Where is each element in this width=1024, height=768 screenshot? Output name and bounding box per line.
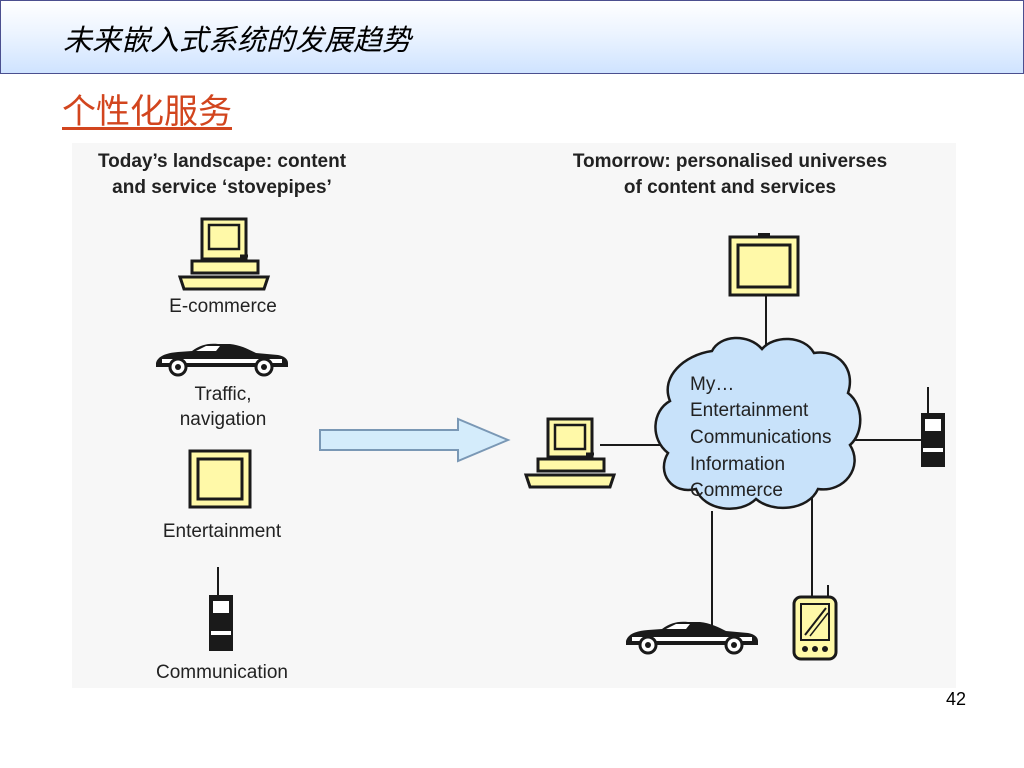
car-icon <box>154 342 290 377</box>
computer-icon <box>523 417 617 489</box>
cloud-line-entertainment: Entertainment <box>690 400 809 421</box>
right-heading-line2: of content and services <box>624 177 836 198</box>
cloud-line-communications: Communications <box>690 427 832 448</box>
transition-arrow <box>319 417 511 463</box>
cloud-line-commerce: Commerce <box>690 480 783 501</box>
item-label-entertainment: Entertainment <box>163 521 282 542</box>
content-services-cloud <box>654 336 862 510</box>
slide-subtitle[interactable]: 个性化服务 <box>62 92 232 132</box>
diagram-figure: Today’s landscape: content and service ‘… <box>72 143 956 688</box>
title-bar: 未来嵌入式系统的发展趋势 <box>0 0 1024 74</box>
left-heading-line2: and service ‘stovepipes’ <box>112 177 332 198</box>
item-label-traffic: Traffic, <box>194 384 251 405</box>
mobile-phone-icon <box>921 387 945 467</box>
slide-title: 未来嵌入式系统的发展趋势 <box>63 23 412 57</box>
mobile-phone-icon <box>209 567 233 651</box>
car-icon <box>624 620 760 655</box>
connection-lines <box>600 295 924 633</box>
cloud-line-information: Information <box>690 454 785 475</box>
item-label-navigation: navigation <box>180 409 267 430</box>
page-number: 42 <box>946 689 967 709</box>
pda-icon <box>792 585 838 661</box>
tv-icon <box>188 449 252 509</box>
computer-icon <box>177 217 271 291</box>
cloud-line-my: My… <box>690 374 734 395</box>
cloud-text: My… Entertainment Communications Informa… <box>690 374 832 501</box>
right-heading-line1: Tomorrow: personalised universes <box>573 151 887 172</box>
item-label-ecommerce: E-commerce <box>169 296 277 317</box>
item-label-communication: Communication <box>156 662 288 683</box>
left-heading-line1: Today’s landscape: content <box>98 151 347 172</box>
tv-icon <box>728 233 800 297</box>
